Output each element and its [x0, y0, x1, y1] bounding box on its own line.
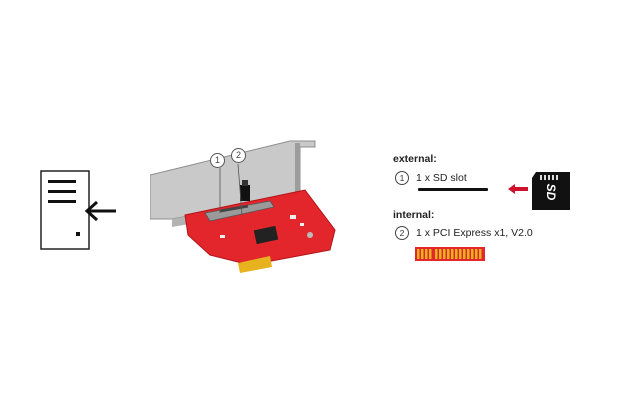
external-item-number: 1: [395, 171, 409, 185]
sd-card-logo: SD: [544, 183, 558, 201]
internal-item-number: 2: [395, 226, 409, 240]
internal-item-text: 1 x PCI Express x1, V2.0: [416, 227, 533, 239]
insert-arrow-icon: [84, 200, 116, 222]
sd-slot-icon: [418, 188, 488, 191]
callout-1: 1: [210, 153, 225, 168]
internal-heading: internal:: [393, 209, 435, 221]
sd-card-icon: [532, 172, 570, 210]
insert-red-arrow-icon: [508, 184, 528, 194]
pcie-connector-icon: [415, 247, 485, 261]
external-heading: external:: [393, 153, 437, 165]
external-item-text: 1 x SD slot: [416, 172, 467, 184]
pcie-card-illustration: [150, 140, 336, 273]
callout-2: 2: [231, 148, 246, 163]
pc-tower-icon: [40, 170, 90, 250]
